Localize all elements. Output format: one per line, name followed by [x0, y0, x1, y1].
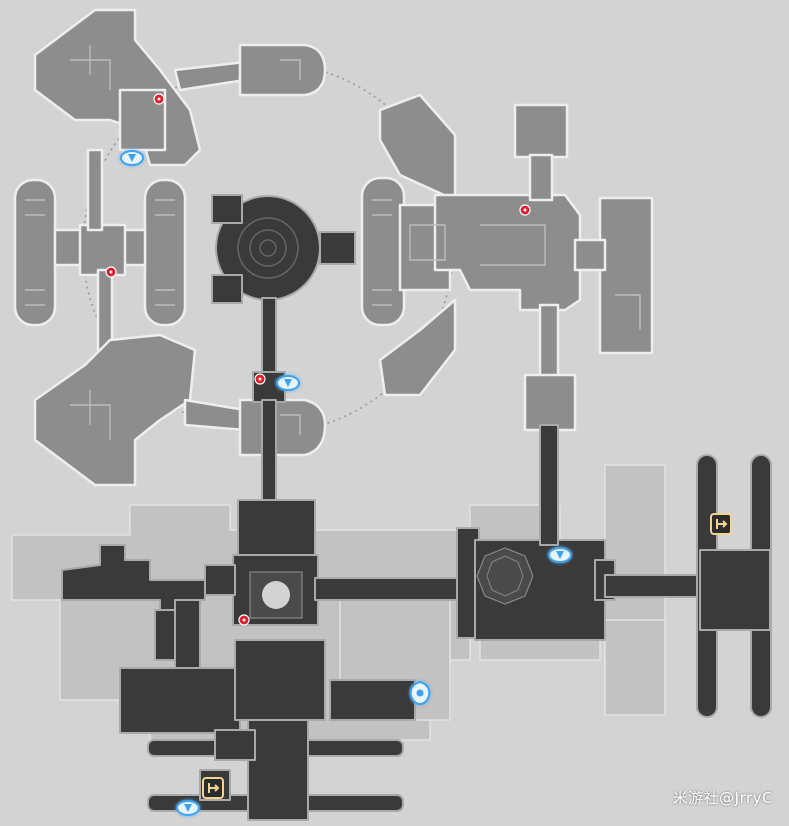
space-anchor-icon[interactable] [120, 150, 144, 166]
exit-door-icon[interactable] [202, 777, 224, 799]
plaza-details [249, 547, 534, 619]
treasure-chest-icon[interactable] [254, 373, 266, 385]
space-anchor-icon[interactable] [276, 375, 300, 391]
hub-details [237, 217, 299, 279]
watermark: 米游社@JrryC [672, 789, 773, 807]
room-details [25, 45, 641, 440]
space-anchor-markers [120, 150, 572, 816]
space-anchor-icon[interactable] [548, 547, 572, 563]
treasure-chest-icon[interactable] [519, 204, 531, 216]
treasure-chest-markers [105, 93, 531, 626]
space-anchor-icon[interactable] [176, 800, 200, 816]
exit-markers [202, 513, 732, 799]
exit-door-icon[interactable] [710, 513, 732, 535]
treasure-chest-icon[interactable] [105, 266, 117, 278]
treasure-chest-icon[interactable] [153, 93, 165, 105]
treasure-chest-icon[interactable] [238, 614, 250, 626]
space-anchor-icon[interactable] [409, 680, 431, 706]
unexplored-rooms [13, 8, 654, 487]
